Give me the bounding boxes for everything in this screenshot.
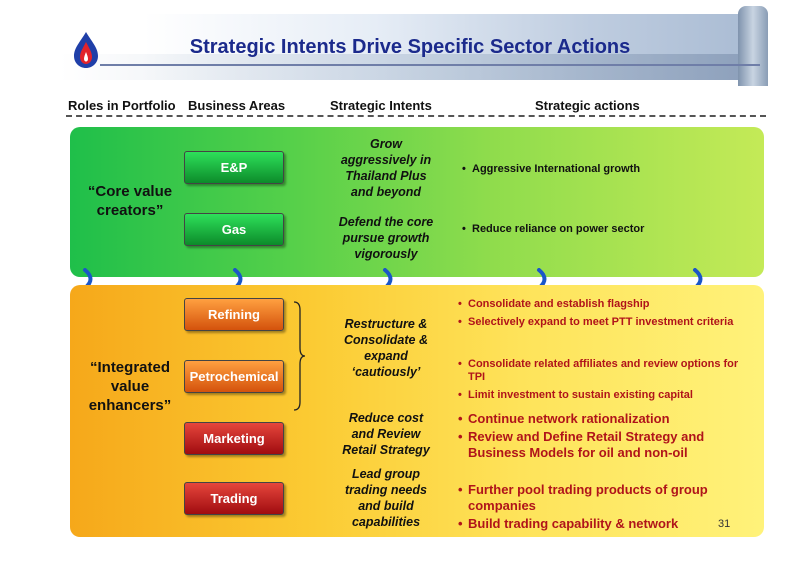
page-number: 31 bbox=[718, 518, 731, 530]
intent-refining-petrochemical: Restructure & Consolidate & expand ‘caut… bbox=[316, 316, 456, 380]
intent-line: Lead group bbox=[351, 467, 421, 481]
intent-line: pursue growth bbox=[342, 231, 430, 245]
intent-line: and build bbox=[358, 499, 414, 513]
intent-line: and Review bbox=[351, 427, 421, 441]
role-line: creators” bbox=[96, 202, 164, 219]
actions-petrochemical: Consolidate related affiliates and revie… bbox=[458, 358, 748, 407]
business-area-petrochemical: Petrochemical bbox=[184, 360, 284, 393]
action-item: Consolidate and establish flagship bbox=[458, 298, 748, 311]
intent-line: Grow bbox=[370, 137, 402, 151]
intent-ep: Grow aggressively in Thailand Plus and b… bbox=[316, 136, 456, 200]
page-title: Strategic Intents Drive Specific Sector … bbox=[189, 36, 631, 58]
role-core-value-creators: “Core value creators” bbox=[78, 182, 182, 220]
role-line: “Integrated bbox=[89, 359, 170, 376]
action-item: Review and Define Retail Strategy and Bu… bbox=[458, 429, 744, 461]
column-header-strategic-intents: Strategic Intents bbox=[330, 98, 432, 113]
intent-line: Defend the core bbox=[338, 215, 434, 229]
intent-line: ‘cautiously’ bbox=[351, 365, 421, 379]
intent-line: Consolidate & bbox=[343, 333, 429, 347]
actions-trading: Further pool trading products of group c… bbox=[458, 482, 744, 534]
action-item: Continue network rationalization bbox=[458, 411, 744, 427]
intent-marketing: Reduce cost and Review Retail Strategy bbox=[316, 410, 456, 458]
business-area-marketing: Marketing bbox=[184, 422, 284, 455]
action-item: Selectively expand to meet PTT investmen… bbox=[458, 316, 748, 329]
title-underline bbox=[100, 64, 760, 66]
action-item: Build trading capability & network bbox=[458, 516, 744, 532]
intent-line: Reduce cost bbox=[348, 411, 424, 425]
role-line: value bbox=[110, 378, 150, 395]
business-area-trading: Trading bbox=[184, 482, 284, 515]
intent-line: Restructure & bbox=[344, 317, 428, 331]
business-area-gas: Gas bbox=[184, 213, 284, 246]
intent-line: Thailand Plus bbox=[345, 169, 427, 183]
action-item: Consolidate related affiliates and revie… bbox=[458, 358, 748, 384]
tower-image bbox=[738, 6, 768, 86]
intent-line: aggressively in bbox=[340, 153, 432, 167]
action-item: Limit investment to sustain existing cap… bbox=[458, 389, 748, 402]
intent-line: and beyond bbox=[350, 185, 422, 199]
role-integrated-value-enhancers: “Integrated value enhancers” bbox=[76, 358, 184, 415]
intent-line: capabilities bbox=[351, 515, 421, 529]
column-header-strategic-actions: Strategic actions bbox=[535, 98, 640, 113]
action-item: Aggressive International growth bbox=[462, 162, 752, 177]
intent-line: expand bbox=[364, 349, 408, 363]
action-item: Reduce reliance on power sector bbox=[462, 222, 752, 237]
column-header-business-areas: Business Areas bbox=[188, 98, 286, 113]
business-area-ep: E&P bbox=[184, 151, 284, 184]
actions-refining: Consolidate and establish flagship Selec… bbox=[458, 298, 748, 334]
column-header-roles: Roles in Portfolio bbox=[68, 98, 176, 113]
role-line: “Core value bbox=[87, 183, 173, 200]
header-divider bbox=[66, 115, 766, 117]
action-item: Further pool trading products of group c… bbox=[458, 482, 744, 514]
actions-gas: Reduce reliance on power sector bbox=[462, 222, 752, 237]
intent-line: vigorously bbox=[354, 247, 418, 261]
header-banner bbox=[60, 14, 760, 80]
actions-marketing: Continue network rationalization Review … bbox=[458, 411, 744, 463]
intent-trading: Lead group trading needs and build capab… bbox=[316, 466, 456, 530]
intent-line: trading needs bbox=[345, 483, 427, 497]
role-line: enhancers” bbox=[88, 397, 172, 414]
actions-ep: Aggressive International growth bbox=[462, 162, 752, 177]
ptt-flame-logo-icon bbox=[74, 32, 98, 68]
business-area-refining: Refining bbox=[184, 298, 284, 331]
curly-brace-icon bbox=[293, 301, 306, 411]
intent-line: Retail Strategy bbox=[342, 443, 430, 457]
intent-gas: Defend the core pursue growth vigorously bbox=[316, 214, 456, 262]
